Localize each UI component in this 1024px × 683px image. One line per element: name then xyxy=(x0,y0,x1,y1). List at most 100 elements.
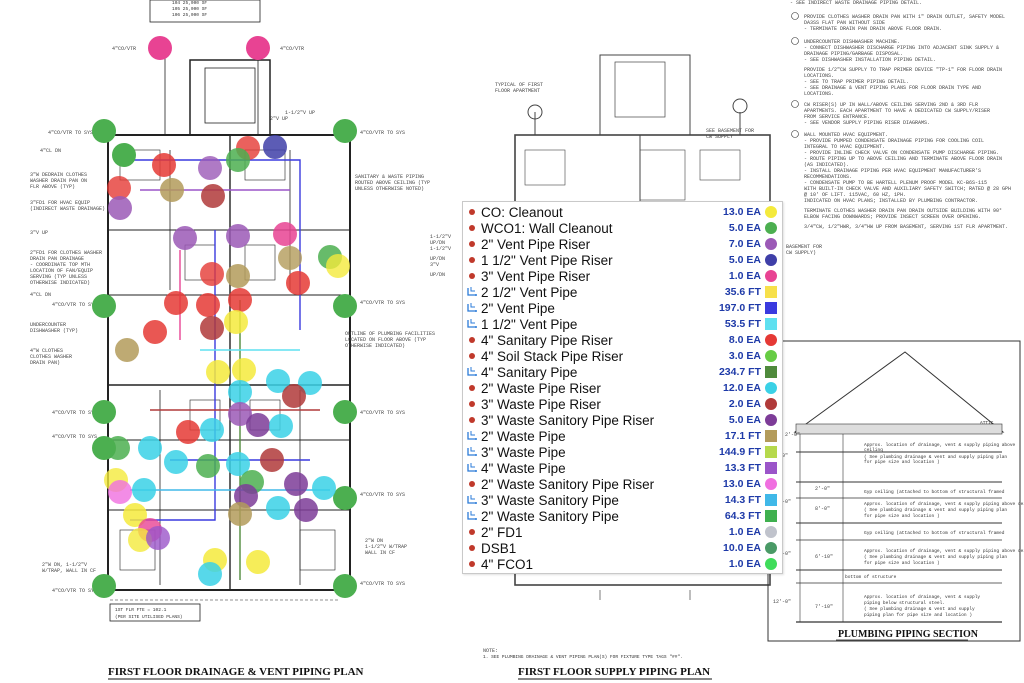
takeoff-marker[interactable] xyxy=(246,413,270,437)
takeoff-marker[interactable] xyxy=(298,371,322,395)
takeoff-marker[interactable] xyxy=(226,148,250,172)
takeoff-marker[interactable] xyxy=(333,400,357,424)
svg-text:CW SUPPLY: CW SUPPLY xyxy=(706,134,733,140)
legend-item-label: 1 1/2" Vent Pipe Riser xyxy=(481,252,613,268)
takeoff-marker[interactable] xyxy=(92,294,116,318)
takeoff-marker[interactable] xyxy=(333,574,357,598)
takeoff-marker[interactable] xyxy=(152,153,176,177)
takeoff-marker[interactable] xyxy=(92,400,116,424)
svg-text:(AS INDICATED).: (AS INDICATED). xyxy=(804,162,849,168)
takeoff-marker[interactable] xyxy=(282,384,306,408)
takeoff-marker[interactable] xyxy=(198,562,222,586)
takeoff-marker[interactable] xyxy=(196,293,220,317)
takeoff-marker[interactable] xyxy=(286,271,310,295)
takeoff-marker[interactable] xyxy=(278,246,302,270)
takeoff-marker[interactable] xyxy=(176,420,200,444)
takeoff-marker[interactable] xyxy=(92,119,116,143)
takeoff-marker[interactable] xyxy=(224,310,248,334)
takeoff-marker[interactable] xyxy=(228,402,252,426)
takeoff-marker[interactable] xyxy=(333,294,357,318)
svg-text:PROVIDE CLOTHES WASHER DRAIN P: PROVIDE CLOTHES WASHER DRAIN PAN WITH 1"… xyxy=(804,14,1005,20)
svg-text:piping plan for pipe size and: piping plan for pipe size and location ) xyxy=(864,612,972,618)
legend-color-swatch xyxy=(765,382,777,394)
takeoff-marker[interactable] xyxy=(146,526,170,550)
takeoff-marker[interactable] xyxy=(160,178,184,202)
takeoff-marker[interactable] xyxy=(269,414,293,438)
takeoff-marker[interactable] xyxy=(201,184,225,208)
takeoff-marker[interactable] xyxy=(200,262,224,286)
takeoff-marker[interactable] xyxy=(123,503,147,527)
takeoff-marker[interactable] xyxy=(206,360,230,384)
takeoff-marker[interactable] xyxy=(148,36,172,60)
takeoff-marker[interactable] xyxy=(266,369,290,393)
takeoff-marker[interactable] xyxy=(200,316,224,340)
takeoff-marker[interactable] xyxy=(312,476,336,500)
takeoff-marker[interactable] xyxy=(132,478,156,502)
takeoff-marker[interactable] xyxy=(228,502,252,526)
takeoff-marker[interactable] xyxy=(107,176,131,200)
takeoff-marker[interactable] xyxy=(108,196,132,220)
takeoff-marker[interactable] xyxy=(226,224,250,248)
takeoff-marker[interactable] xyxy=(164,291,188,315)
takeoff-marker[interactable] xyxy=(333,119,357,143)
takeoff-marker[interactable] xyxy=(260,448,284,472)
takeoff-marker[interactable] xyxy=(228,380,252,404)
takeoff-marker[interactable] xyxy=(232,358,256,382)
takeoff-marker[interactable] xyxy=(333,486,357,510)
takeoff-marker[interactable] xyxy=(138,436,162,460)
takeoff-marker[interactable] xyxy=(115,338,139,362)
takeoff-marker[interactable] xyxy=(198,156,222,180)
takeoff-marker[interactable] xyxy=(263,135,287,159)
takeoff-marker[interactable] xyxy=(106,436,130,460)
takeoff-marker[interactable] xyxy=(92,574,116,598)
takeoff-marker[interactable] xyxy=(284,472,308,496)
takeoff-marker[interactable] xyxy=(128,528,152,552)
takeoff-marker[interactable] xyxy=(294,498,318,522)
legend-item-quantity: 8.0 EA xyxy=(728,334,761,346)
legend-item-label: 3" Waste Pipe xyxy=(481,444,566,460)
svg-text:Approx. location of drainage,: Approx. location of drainage, vent & sup… xyxy=(864,442,1016,448)
takeoff-marker[interactable] xyxy=(246,550,270,574)
takeoff-marker[interactable] xyxy=(273,222,297,246)
takeoff-marker[interactable] xyxy=(173,226,197,250)
takeoff-marker[interactable] xyxy=(196,454,220,478)
takeoff-marker[interactable] xyxy=(246,36,270,60)
takeoff-marker[interactable] xyxy=(164,450,188,474)
svg-text:- SEE VENDOR SUPPLY PIPING RIS: - SEE VENDOR SUPPLY PIPING RISER DIAGRAM… xyxy=(804,120,930,126)
takeoff-marker[interactable] xyxy=(226,264,250,288)
takeoff-marker[interactable] xyxy=(112,143,136,167)
svg-text:for pipe size and location ): for pipe size and location ) xyxy=(864,513,940,519)
legend-color-swatch xyxy=(765,542,777,554)
takeoff-marker[interactable] xyxy=(228,288,252,312)
takeoff-marker[interactable] xyxy=(326,254,350,278)
takeoff-marker[interactable] xyxy=(200,418,224,442)
takeoff-marker[interactable] xyxy=(108,480,132,504)
takeoff-marker[interactable] xyxy=(266,496,290,520)
takeoff-marker[interactable] xyxy=(226,452,250,476)
takeoff-marker[interactable] xyxy=(143,320,167,344)
